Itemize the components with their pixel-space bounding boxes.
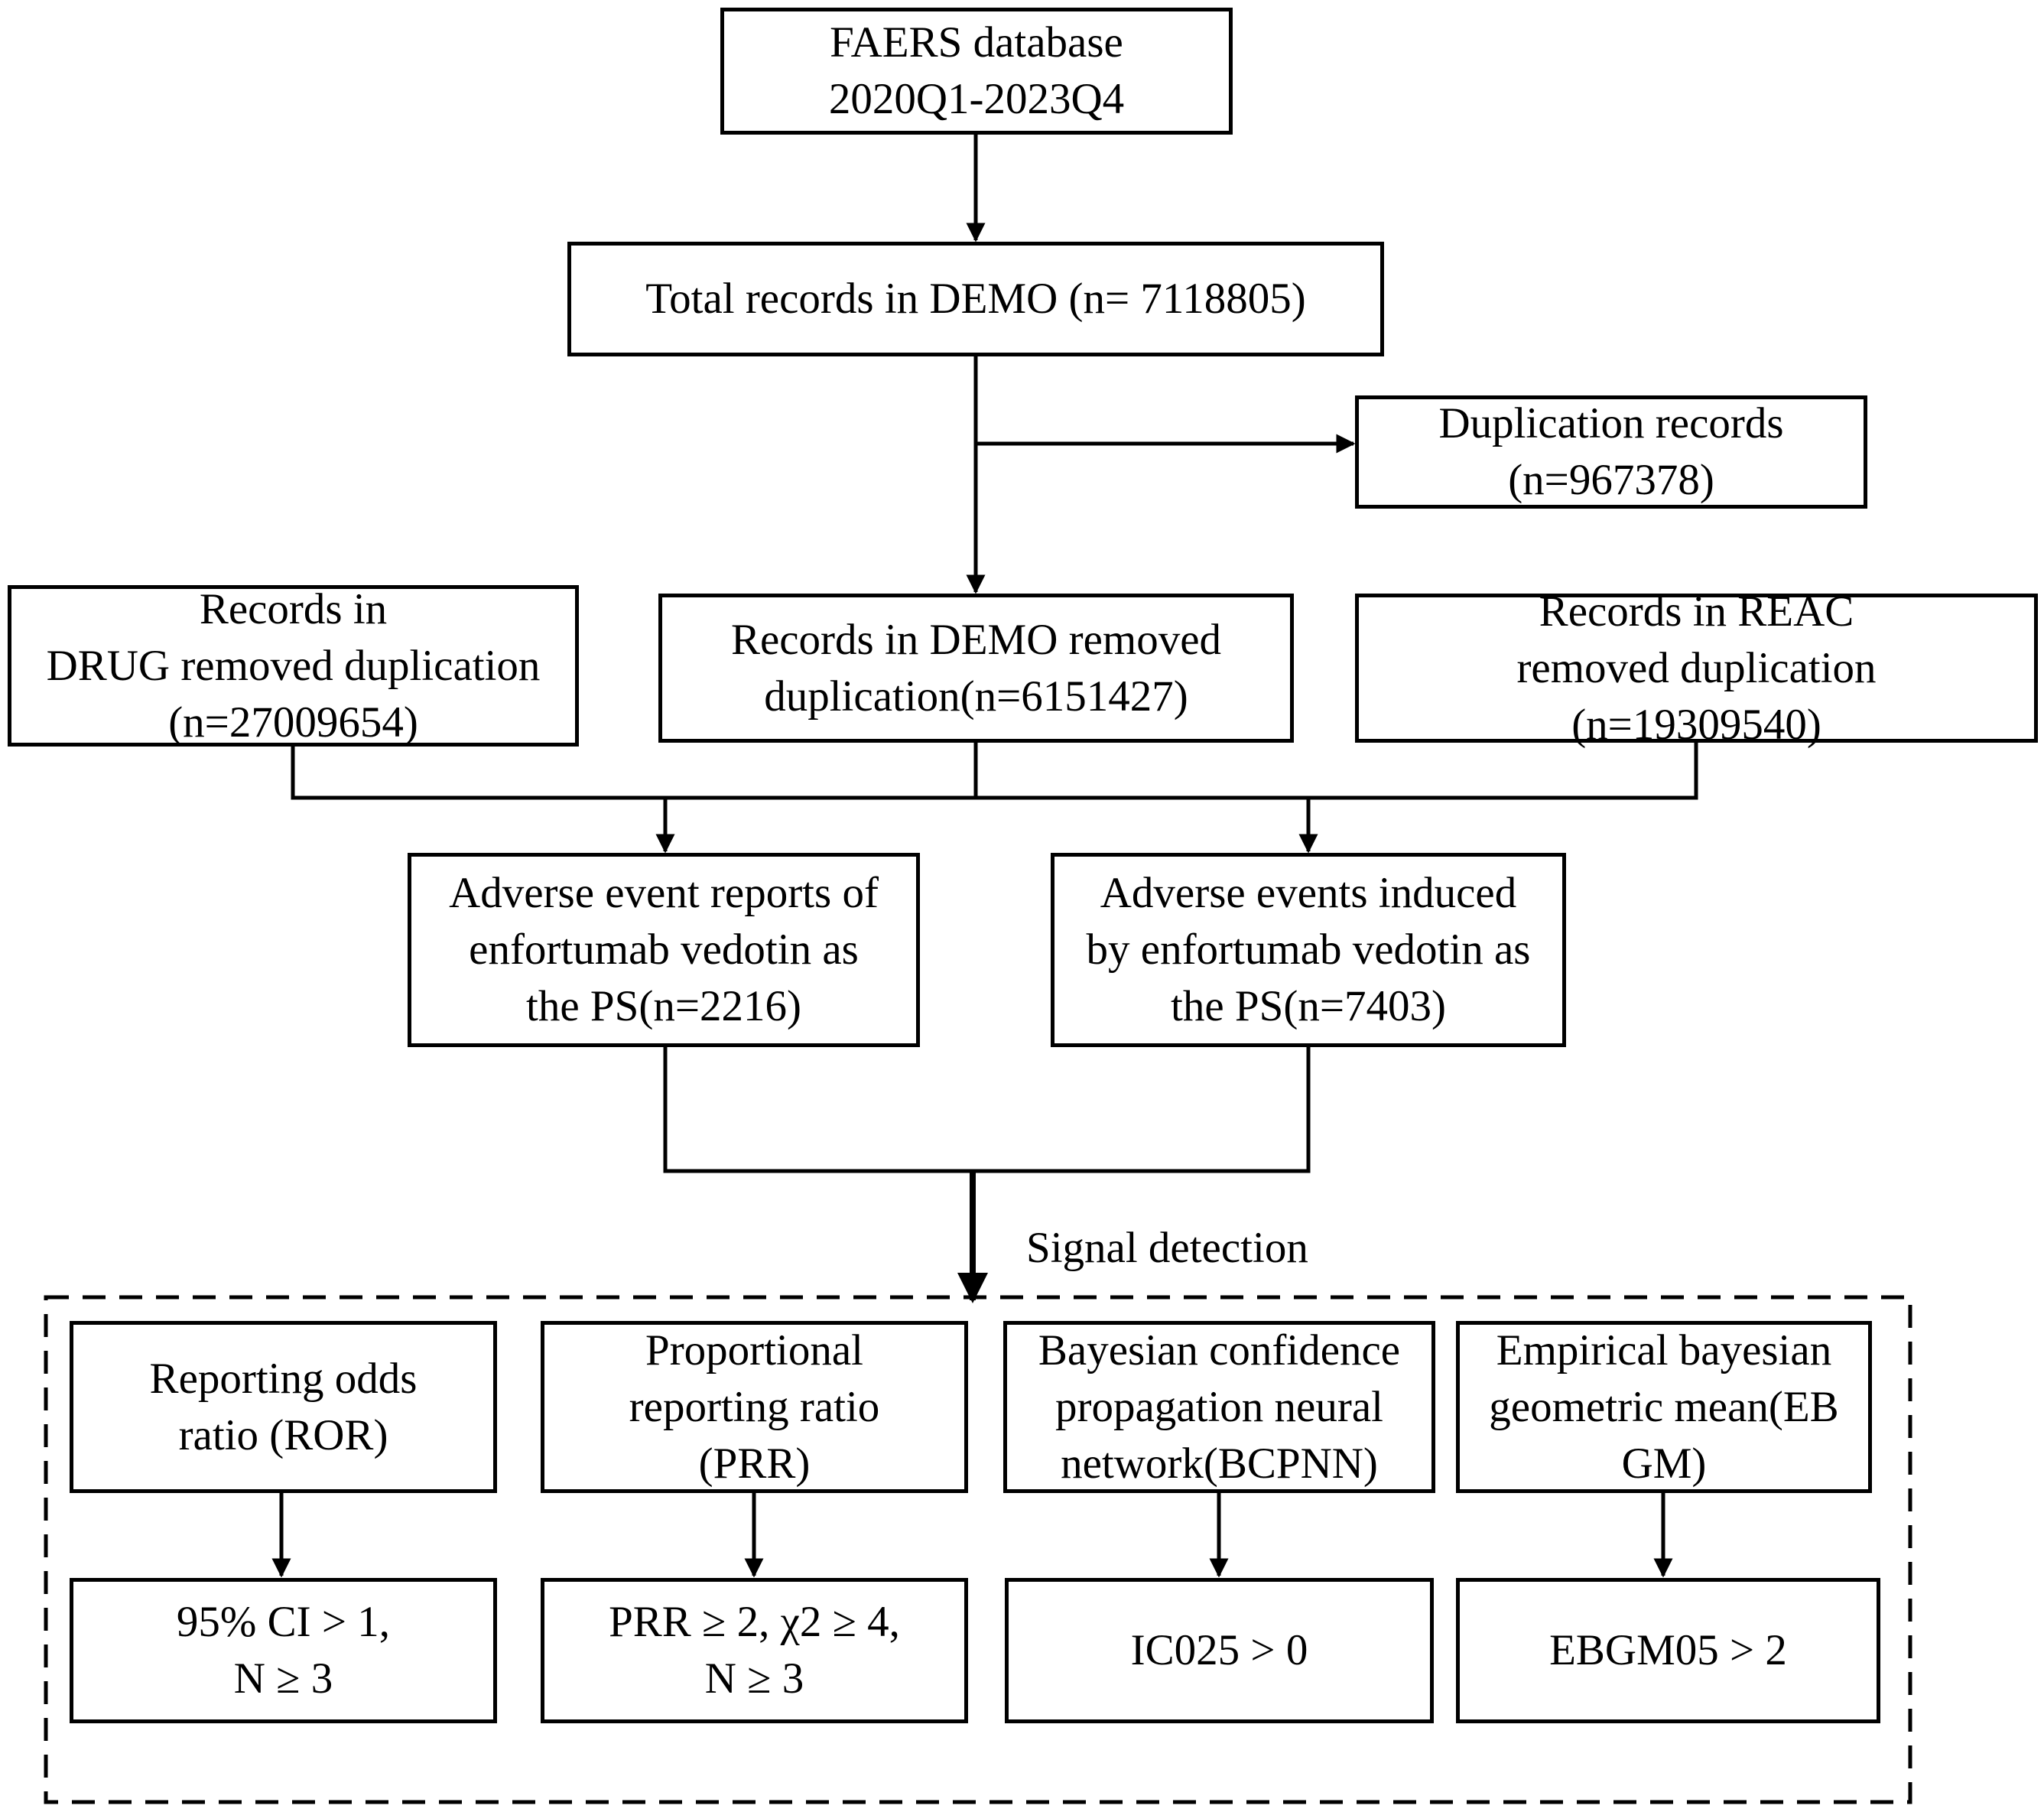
ebgm-method-box: Empirical bayesian geometric mean(EB GM) <box>1456 1321 1872 1493</box>
total-records-box: Total records in DEMO (n= 7118805) <box>567 242 1384 356</box>
ror-line-2: ratio (ROR) <box>178 1410 388 1459</box>
bcpnn-criteria-box: IC025 > 0 <box>1005 1578 1434 1723</box>
duplication-records-box: Duplication records (n=967378) <box>1355 395 1867 509</box>
connector-reports-events <box>663 1047 1311 1173</box>
prr-criteria-line-1: PRR ≥ 2, χ2 ≥ 4, <box>609 1598 900 1646</box>
connector-reac <box>665 743 1698 800</box>
prr-line-2: reporting ratio <box>629 1382 880 1431</box>
bcpnn-line-2: propagation neural <box>1055 1382 1383 1431</box>
bcpnn-method-box: Bayesian confidence propagation neural n… <box>1003 1321 1435 1493</box>
reports-line-1: Adverse event reports of <box>449 869 879 917</box>
bcpnn-criteria-line-1: IC025 > 0 <box>1130 1626 1308 1674</box>
ror-criteria-line-2: N ≥ 3 <box>233 1654 333 1703</box>
reports-line-3: the PS(n=2216) <box>526 982 801 1030</box>
ror-criteria-box: 95% CI > 1, N ≥ 3 <box>70 1578 497 1723</box>
events-line-2: by enfortumab vedotin as <box>1086 926 1531 974</box>
drug-line-3: (n=27009654) <box>168 698 418 747</box>
drug-line-2: DRUG removed duplication <box>46 641 541 690</box>
duplication-line-2: (n=967378) <box>1508 456 1714 504</box>
demo-records-box: Records in DEMO removed duplication(n=61… <box>658 594 1294 743</box>
signal-detection-group <box>44 1295 1912 1804</box>
drug-line-1: Records in <box>199 584 388 633</box>
ror-criteria-line-1: 95% CI > 1, <box>176 1598 391 1646</box>
faers-database-box: FAERS database 2020Q1-2023Q4 <box>720 8 1233 135</box>
reac-line-3: (n=19309540) <box>1571 700 1821 749</box>
adverse-events-induced-box: Adverse events induced by enfortumab ved… <box>1051 853 1566 1047</box>
bcpnn-line-3: network(BCPNN) <box>1061 1439 1378 1488</box>
events-line-1: Adverse events induced <box>1100 869 1517 917</box>
prr-criteria-box: PRR ≥ 2, χ2 ≥ 4, N ≥ 3 <box>541 1578 968 1723</box>
prr-line-3: (PRR) <box>698 1439 811 1488</box>
faers-line-2: 2020Q1-2023Q4 <box>828 75 1125 123</box>
reac-line-1: Records in REAC <box>1539 587 1854 636</box>
ebgm-line-3: GM) <box>1621 1439 1707 1488</box>
demo-line-1: Records in DEMO removed <box>730 615 1222 664</box>
reac-line-2: removed duplication <box>1516 643 1877 692</box>
duplication-line-1: Duplication records <box>1438 399 1784 447</box>
ror-method-box: Reporting odds ratio (ROR) <box>70 1321 497 1493</box>
prr-method-box: Proportional reporting ratio (PRR) <box>541 1321 968 1493</box>
reports-line-2: enfortumab vedotin as <box>469 926 859 974</box>
bcpnn-line-1: Bayesian confidence <box>1038 1326 1401 1374</box>
ebgm-line-1: Empirical bayesian <box>1496 1326 1832 1374</box>
connector-drug <box>291 747 665 800</box>
ebgm-criteria-box: EBGM05 > 2 <box>1456 1578 1880 1723</box>
total-line-1: Total records in DEMO (n= 7118805) <box>645 275 1306 323</box>
signal-detection-label: Signal detection <box>1026 1224 1308 1272</box>
ror-line-1: Reporting odds <box>149 1354 418 1403</box>
events-line-3: the PS(n=7403) <box>1171 982 1446 1030</box>
ebgm-line-2: geometric mean(EB <box>1489 1382 1839 1431</box>
reac-records-box: Records in REAC removed duplication (n=1… <box>1355 587 2038 749</box>
adverse-event-reports-box: Adverse event reports of enfortumab vedo… <box>408 853 920 1047</box>
demo-line-2: duplication(n=6151427) <box>764 672 1188 721</box>
drug-records-box: Records in DRUG removed duplication (n=2… <box>8 585 579 747</box>
ebgm-criteria-line-1: EBGM05 > 2 <box>1549 1626 1787 1674</box>
prr-line-1: Proportional <box>645 1326 863 1374</box>
prr-criteria-line-2: N ≥ 3 <box>704 1654 804 1703</box>
faers-line-1: FAERS database <box>830 18 1123 67</box>
